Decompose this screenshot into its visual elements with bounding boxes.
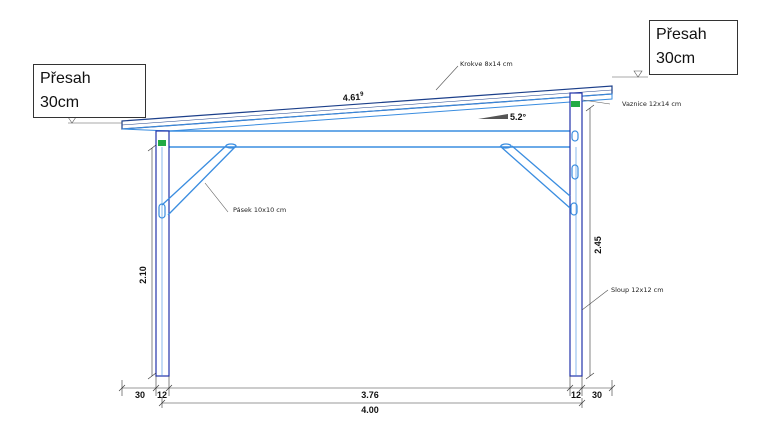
right-callout-line1: Přesah [656,26,707,43]
dimension-chain [118,376,616,396]
left-callout-line2: 30cm [40,94,80,111]
total-span-dim: 4.00 [361,405,379,415]
right-height-dimension [585,104,595,380]
left-brace [161,143,237,216]
post-left-dim: 12 [157,390,167,400]
slope-wedge [478,114,508,119]
brace-label: Pásek 10x10 cm [233,206,286,214]
post-right-dim: 12 [571,390,581,400]
right-post [569,92,583,377]
right-post-height: 2.45 [593,236,603,254]
rafter [121,85,613,132]
overhang-right-dim: 30 [592,390,602,400]
left-post [155,130,170,377]
inner-span-dim: 3.76 [361,390,379,400]
horizontal-beam [157,130,579,148]
overhang-left-dim: 30 [135,390,145,400]
post-label: Sloup 12x12 cm [611,286,664,294]
left-overhang-callout: Přesah 30cm [33,64,146,118]
left-callout-line1: Přesah [40,70,91,87]
left-bolt [158,203,166,219]
right-brace [499,143,571,209]
total-dimension [158,398,586,408]
right-callout-line2: 30cm [656,50,696,67]
left-height-dimension [147,144,157,380]
left-post-height: 2.10 [138,266,148,284]
right-purlin-joint [571,101,580,107]
purlin-label: Vaznice 12x14 cm [622,100,681,108]
rafter-length-label: 4.619 [342,92,364,103]
slope-label: 5.2° [510,112,527,122]
rafter-label: Krokve 8x14 cm [460,60,513,68]
left-purlin-joint [158,140,166,146]
right-overhang-callout: Přesah 30cm [649,20,738,75]
right-bolt [571,164,579,180]
